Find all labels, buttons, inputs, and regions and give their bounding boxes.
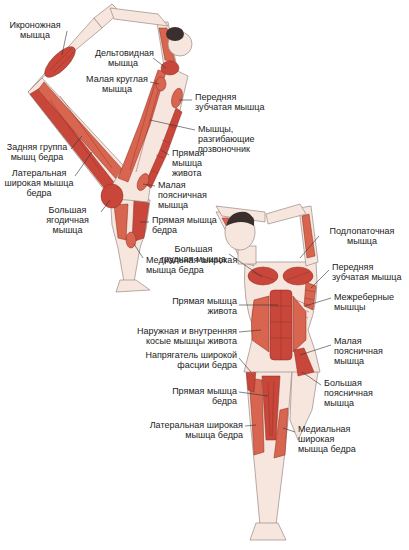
muscle-label: Напрягатель широкой фасции бедра (116, 350, 237, 370)
muscle-label: Передняя зубчатая мышца (195, 92, 273, 112)
muscle-label: Большая грудная мышца (160, 244, 227, 264)
muscle-label: Прямая мышца бедра (152, 215, 224, 235)
muscle-label: Подлопаточная мышца (322, 226, 402, 246)
muscle-label: Дельтовидная мышца (95, 48, 151, 68)
muscle-label: Латеральная широкая мышца бедра (148, 420, 243, 440)
muscle-label: Задняя группа мышц бедра (4, 142, 70, 162)
muscle-label: Малая поясничная мышца (334, 336, 400, 366)
muscle-label: Наружная и внутренняя косые мышцы живота (116, 326, 237, 346)
muscle-label: Малая поясничная мышца (158, 180, 218, 210)
muscle-label: Мышцы, разгибающие позвоночник (198, 124, 274, 154)
leader-lines (62, 31, 331, 432)
muscle-label: Прямая мышца живота (172, 296, 237, 316)
muscle-label: Малая круглая мышца (86, 74, 148, 94)
muscle-label: Межреберные мышцы (334, 292, 404, 312)
muscle-label: Икроножная мышца (4, 20, 66, 40)
muscle-label: Передняя зубчатая мышца (332, 262, 404, 282)
muscle-label: Прямая мышца живота (172, 148, 234, 178)
muscle-label: Большая поясничная мышца (324, 378, 396, 408)
muscle-label: Прямая мышца бедра (168, 386, 237, 406)
standing-bend-figure (216, 204, 320, 540)
muscle-label: Латеральная широкая мышца бедра (4, 168, 74, 198)
muscle-label: Медиальная широкая мышца бедра (298, 424, 364, 454)
muscle-label: Большая ягодичная мышца (36, 205, 99, 235)
